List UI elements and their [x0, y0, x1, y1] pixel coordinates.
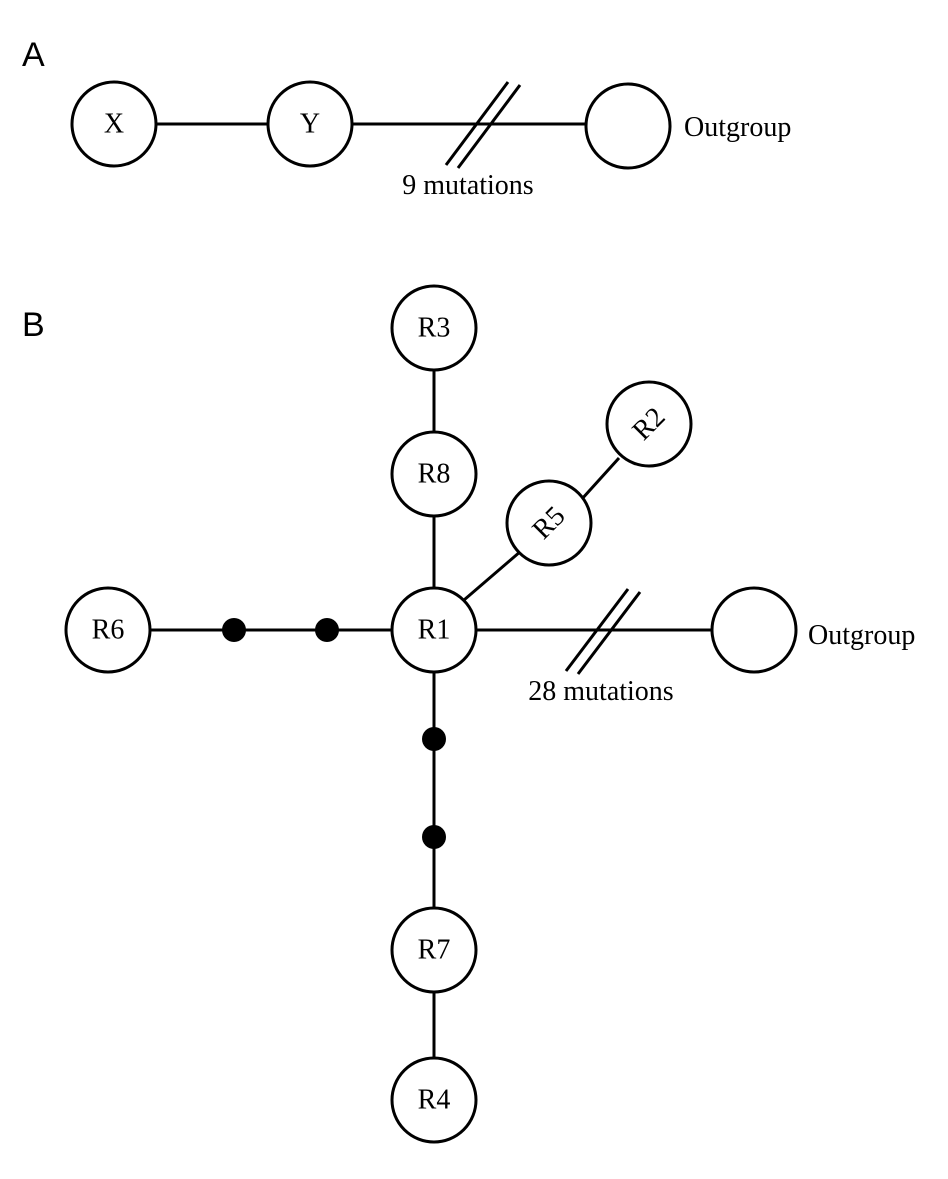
- node-r8: [390, 430, 478, 518]
- median-vector-dot: [422, 825, 446, 849]
- edge-r5-r2: [579, 456, 621, 502]
- node-x: [70, 80, 158, 168]
- node-r2: [605, 380, 693, 468]
- node-r6-label: R6: [92, 615, 125, 646]
- break-mark-b-2: [576, 591, 642, 675]
- outgroup-b-label: Outgroup: [808, 620, 915, 651]
- node-r7-label: R7: [418, 935, 451, 966]
- node-outgroup-a: [584, 82, 672, 170]
- node-outgroup-b: [710, 586, 798, 674]
- node-y: [266, 80, 354, 168]
- node-r3: [390, 284, 478, 372]
- node-r1-label: R1: [418, 615, 451, 646]
- median-vector-dot: [422, 727, 446, 751]
- node-y-label: Y: [300, 109, 320, 140]
- node-r5: [505, 479, 593, 567]
- node-r8-label: R8: [418, 459, 451, 490]
- mutations-a-label: 9 mutations: [402, 170, 533, 201]
- node-r7: [390, 906, 478, 994]
- node-x-label: X: [104, 109, 124, 140]
- node-r4-label: R4: [418, 1085, 451, 1116]
- break-mark-a-2: [456, 84, 522, 169]
- panel-b-label: B: [22, 306, 45, 344]
- break-mark-a-1: [444, 81, 510, 166]
- median-vector-dot: [315, 618, 339, 642]
- node-r3-label: R3: [418, 313, 451, 344]
- panel-a-label: A: [22, 36, 45, 74]
- break-mark-b-1: [564, 588, 630, 672]
- node-r1: [390, 586, 478, 674]
- mutations-b-label: 28 mutations: [528, 676, 673, 707]
- node-r6: [64, 586, 152, 674]
- edge-r1-r5: [463, 549, 522, 602]
- node-r4: [390, 1056, 478, 1144]
- median-vector-dot: [222, 618, 246, 642]
- outgroup-a-label: Outgroup: [684, 112, 791, 143]
